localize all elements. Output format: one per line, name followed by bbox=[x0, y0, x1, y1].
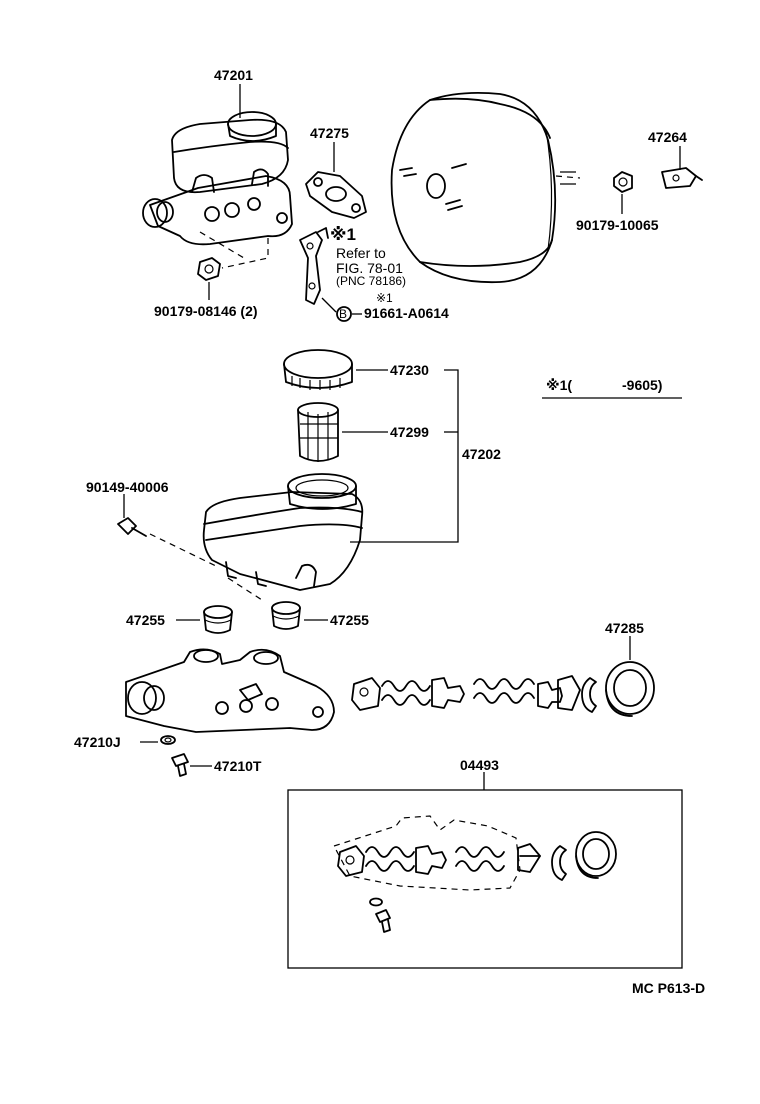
repair-kit-contents bbox=[333, 815, 617, 933]
note-mark-star1: ※1 bbox=[330, 225, 356, 244]
gasket-47275 bbox=[305, 171, 367, 219]
bracket-47264 bbox=[661, 167, 703, 189]
label-04493: 04493 bbox=[460, 757, 499, 773]
label-91661-A0614: 91661-A0614 bbox=[364, 305, 449, 321]
push-rod-bracket bbox=[299, 227, 329, 305]
strainer-47299 bbox=[297, 402, 339, 462]
reservoir-cap-47230 bbox=[283, 349, 353, 390]
bolt-note-mark: ※1 bbox=[376, 291, 393, 305]
grommet-47255-right bbox=[271, 601, 301, 630]
grommet-47255-left bbox=[203, 605, 233, 634]
label-47230: 47230 bbox=[390, 362, 429, 378]
label-47202: 47202 bbox=[462, 446, 501, 462]
label-47201: 47201 bbox=[214, 67, 253, 83]
legend-mark: ※1( bbox=[546, 377, 572, 393]
nut-90179-08146 bbox=[197, 257, 221, 281]
bolt-circle-marker bbox=[336, 306, 352, 322]
refer-text-line2: FIG. 78-01 bbox=[336, 260, 403, 276]
washer-47210J bbox=[160, 735, 176, 745]
label-47275: 47275 bbox=[310, 125, 349, 141]
nut-90179-10065 bbox=[613, 171, 633, 193]
label-47210T: 47210T bbox=[214, 758, 262, 774]
label-90179-08146: 90179-08146 (2) bbox=[154, 303, 258, 319]
refer-text-line3: (PNC 78186) bbox=[336, 274, 406, 288]
pin-90149-40006 bbox=[117, 517, 147, 537]
label-90179-10065: 90179-10065 bbox=[576, 217, 659, 233]
label-47285: 47285 bbox=[605, 620, 644, 636]
master-cylinder-assembly-47201 bbox=[142, 111, 293, 246]
seal-47285 bbox=[605, 661, 655, 717]
brake-booster bbox=[390, 91, 581, 284]
cylinder-body bbox=[125, 648, 335, 733]
screw-47210T bbox=[171, 753, 189, 777]
label-47210J: 47210J bbox=[74, 734, 121, 750]
legend-value: -9605) bbox=[622, 377, 662, 393]
repair-kit-box-04493 bbox=[287, 789, 683, 969]
label-90149-40006: 90149-40006 bbox=[86, 479, 169, 495]
secondary-piston-spring-set bbox=[473, 675, 581, 711]
label-47264: 47264 bbox=[648, 129, 687, 145]
reservoir-tank-47202 bbox=[202, 473, 364, 591]
bolt-circle-letter: B bbox=[339, 307, 347, 321]
primary-piston-spring-set bbox=[351, 677, 465, 711]
label-47299: 47299 bbox=[390, 424, 429, 440]
label-47255-right: 47255 bbox=[330, 612, 369, 628]
refer-text-line1: Refer to bbox=[336, 245, 386, 261]
figure-code: MC P613-D bbox=[632, 980, 705, 996]
label-47255-left: 47255 bbox=[126, 612, 165, 628]
snap-ring bbox=[581, 677, 597, 713]
